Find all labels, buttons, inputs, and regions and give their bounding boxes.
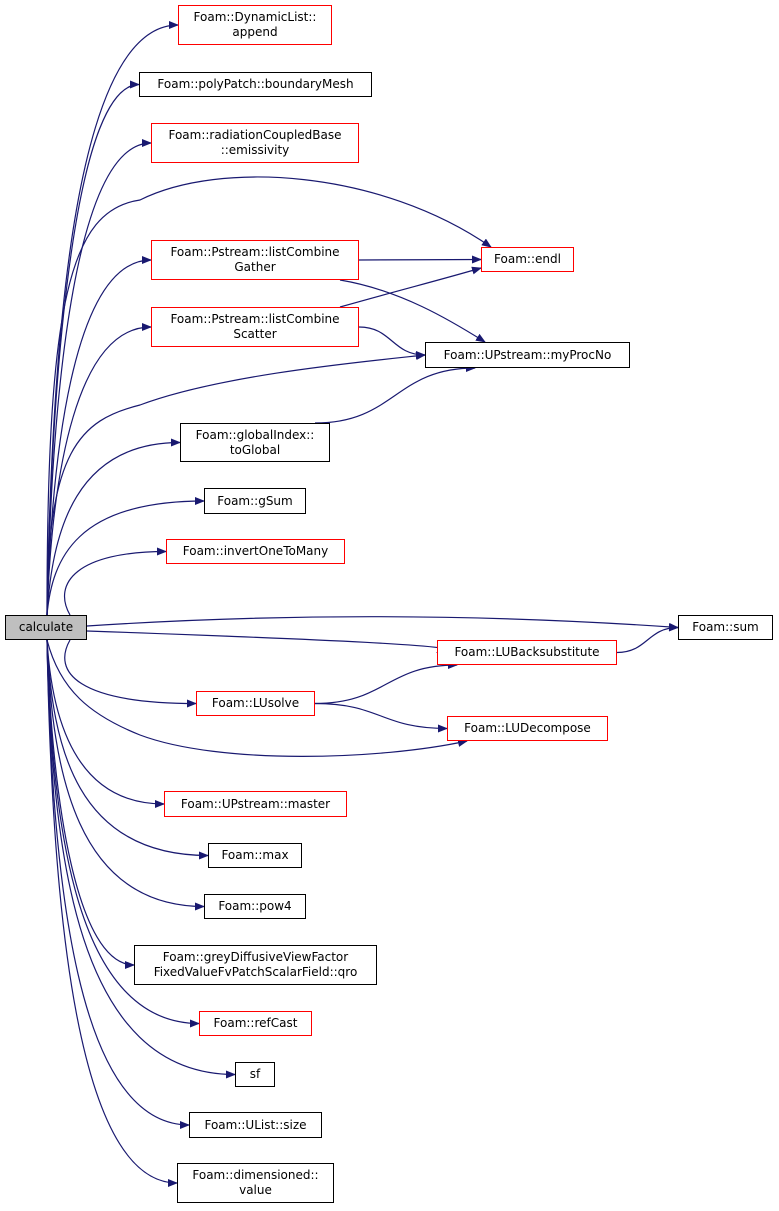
edge-calculate-to-pow4	[46, 639, 205, 911]
edge-calculate-to-size	[46, 639, 190, 1129]
node-sum[interactable]: Foam::sum	[678, 615, 773, 640]
node-sf[interactable]: sf	[235, 1062, 275, 1087]
edge-calculate-to-max	[46, 639, 209, 860]
node-endl[interactable]: Foam::endl	[481, 247, 574, 272]
node-gSum[interactable]: Foam::gSum	[204, 488, 306, 514]
edge-calculate-to-emissivity	[46, 139, 152, 616]
edge-calculate-to-master	[46, 639, 165, 808]
edge-calculate-to-sf	[46, 639, 236, 1079]
edge-calculate-to-ludecomp	[46, 639, 468, 757]
edge-calculate-to-gSum	[46, 497, 205, 616]
edge-calculate-to-scatter	[46, 323, 152, 616]
node-myProcNo[interactable]: Foam::UPstream::myProcNo	[425, 342, 630, 368]
edge-luback-to-sum	[616, 623, 679, 654]
node-lusolve[interactable]: Foam::LUsolve	[196, 691, 315, 716]
edge-toGlobal-to-myProcNo	[314, 364, 476, 424]
node-refCast[interactable]: Foam::refCast	[199, 1011, 312, 1036]
node-scatter[interactable]: Foam::Pstream::listCombine Scatter	[151, 307, 359, 347]
edge-scatter-to-myProcNo	[358, 326, 426, 359]
node-calculate: calculate	[5, 615, 87, 640]
node-gather[interactable]: Foam::Pstream::listCombine Gather	[151, 240, 359, 280]
node-qro[interactable]: Foam::greyDiffusiveViewFactor FixedValue…	[134, 945, 377, 985]
node-append[interactable]: Foam::DynamicList:: append	[178, 5, 332, 45]
edge-calculate-to-value	[46, 639, 178, 1187]
node-size[interactable]: Foam::UList::size	[189, 1112, 322, 1138]
node-max[interactable]: Foam::max	[208, 843, 302, 868]
edge-scatter-to-endl	[339, 266, 482, 308]
edge-calculate-to-invert	[64, 547, 167, 616]
edge-calculate-to-boundaryMesh	[46, 80, 140, 616]
node-emissivity[interactable]: Foam::radiationCoupledBase ::emissivity	[151, 123, 359, 163]
edge-calculate-to-toGlobal	[46, 438, 181, 616]
edge-calculate-to-luback	[86, 630, 450, 656]
edge-calculate-to-myProcNo	[46, 351, 426, 616]
node-toGlobal[interactable]: Foam::globalIndex:: toGlobal	[180, 423, 330, 462]
edge-calculate-to-endl	[46, 176, 492, 616]
node-pow4[interactable]: Foam::pow4	[204, 894, 306, 919]
edge-lusolve-to-ludecomp	[314, 702, 448, 733]
edge-calculate-to-lusolve	[64, 639, 197, 708]
node-ludecomp[interactable]: Foam::LUDecompose	[447, 716, 608, 741]
node-boundaryMesh[interactable]: Foam::polyPatch::boundaryMesh	[139, 72, 372, 97]
edge-gather-to-endl	[358, 255, 482, 264]
node-master[interactable]: Foam::UPstream::master	[164, 791, 347, 817]
edge-lusolve-to-luback	[314, 661, 458, 705]
node-invert[interactable]: Foam::invertOneToMany	[166, 539, 345, 564]
node-value[interactable]: Foam::dimensioned:: value	[177, 1163, 334, 1203]
edge-gather-to-myProcNo	[339, 279, 486, 343]
node-luback[interactable]: Foam::LUBacksubstitute	[437, 640, 617, 665]
edge-calculate-to-sum	[86, 616, 679, 631]
